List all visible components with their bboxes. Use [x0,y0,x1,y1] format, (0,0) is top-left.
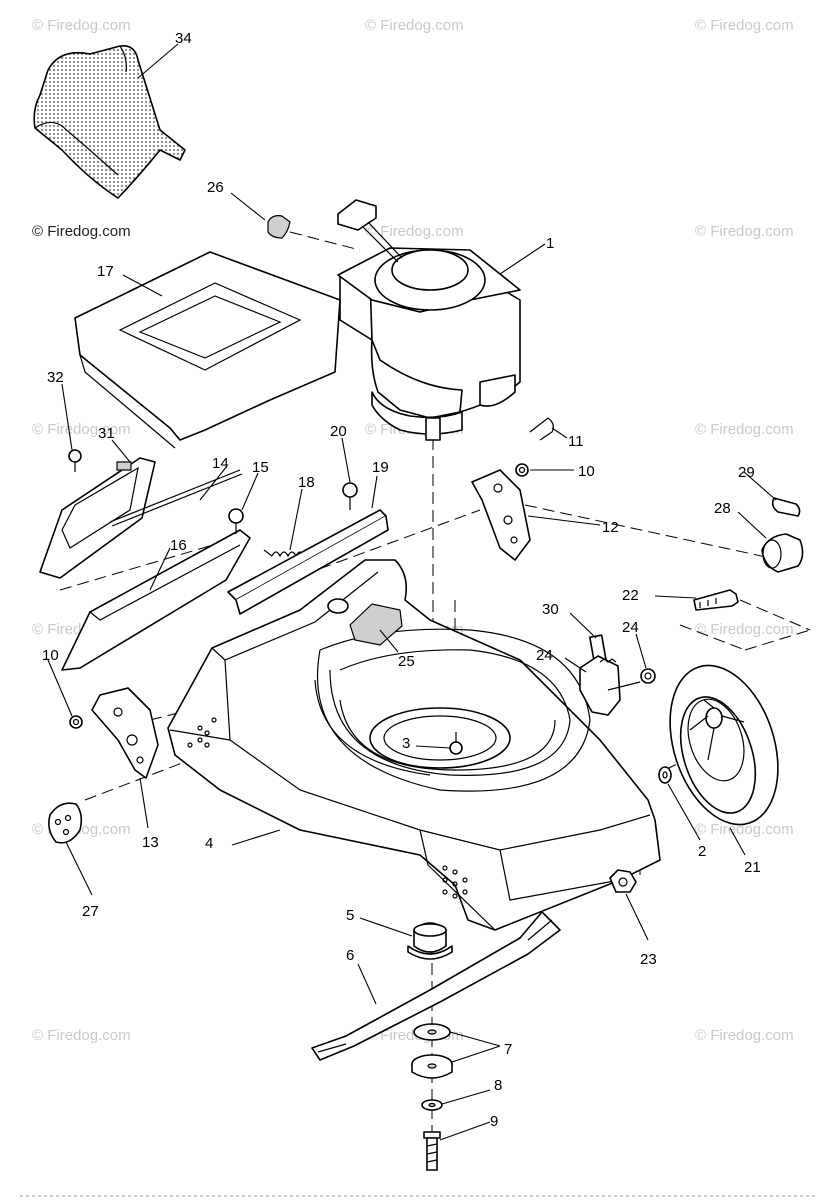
engine-mount-bolt [449,732,463,755]
callout-6: 6 [346,947,354,964]
watermark: © Firedog.com [32,223,131,240]
callout-9: 9 [490,1113,498,1130]
clip [267,215,291,239]
blade [311,911,561,1061]
hub-cap [48,802,83,844]
mower-deck [167,559,661,931]
callout-30: 30 [542,601,559,618]
height-adjuster-bracket-right [471,469,531,561]
callout-16: 16 [170,537,187,554]
grass-bag [33,44,186,199]
washer [658,766,672,784]
callout-18: 18 [298,474,315,491]
callout-24-right: 24 [622,619,639,636]
callout-22: 22 [622,587,639,604]
hinge-rod [109,469,243,527]
blade-washer [413,1023,451,1041]
blade-bolt [423,1131,441,1171]
hinge-bracket [227,509,389,615]
rear-flap [61,529,251,671]
callout-24-left: 24 [536,647,553,664]
callout-17: 17 [97,263,114,280]
flap-bolt [68,449,82,472]
watermark: © Firedog.com [32,1027,131,1044]
callout-7: 7 [504,1041,512,1058]
callout-labels: 34 26 1 17 32 31 14 15 18 20 19 11 10 12… [42,30,761,1130]
callout-10-right: 10 [578,463,595,480]
spacer [771,497,801,517]
callout-5: 5 [346,907,354,924]
watermark: © Firedog.com [365,17,464,34]
callout-32: 32 [47,369,64,386]
callout-12: 12 [602,519,619,536]
watermark: © Firedog.com [695,821,794,838]
adjuster-lever [579,634,656,716]
callout-23: 23 [640,951,657,968]
leader-lines [47,43,777,1141]
discharge-flap [39,457,156,579]
rear-wheel [669,664,779,826]
callout-3: 3 [402,735,410,752]
height-adjuster-bracket-left [91,687,159,779]
rear-cover [74,251,341,449]
watermark: © Firedog.com [695,223,794,240]
callout-1: 1 [546,235,554,252]
lock-washer [421,1099,443,1111]
wire-clip [529,417,554,441]
blade-adapter [407,922,453,960]
callout-28: 28 [714,500,731,517]
callout-21: 21 [744,859,761,876]
callout-31: 31 [98,425,115,442]
watermark: © Firedog.com [32,421,131,438]
callout-13: 13 [142,834,159,851]
wheel-bushing [761,533,804,573]
nut [69,715,83,729]
callout-2: 2 [698,843,706,860]
watermark: © Firedog.com [695,1027,794,1044]
callout-26: 26 [207,179,224,196]
watermark: © Firedog.com [695,421,794,438]
callout-4: 4 [205,835,213,852]
axle-bolt [693,589,739,611]
callout-25: 25 [398,653,415,670]
watermarks: © Firedog.com © Firedog.com © Firedog.co… [32,17,794,1044]
engine [337,199,521,441]
callout-10-left: 10 [42,647,59,664]
callout-20: 20 [330,423,347,440]
callout-15: 15 [252,459,269,476]
deck-vent-holes [187,717,468,899]
watermark: © Firedog.com [695,17,794,34]
bolt [228,508,244,534]
watermark: © Firedog.com [365,223,464,240]
callout-11: 11 [568,433,584,450]
nut [515,463,529,477]
callout-27: 27 [82,903,99,920]
callout-34: 34 [175,30,192,47]
callout-29: 29 [738,464,755,481]
bolt [342,482,358,510]
callout-19: 19 [372,459,389,476]
watermark: © Firedog.com [695,621,794,638]
callout-8: 8 [494,1077,502,1094]
blade-washer [411,1054,453,1079]
flange-nut [609,869,637,893]
callout-14: 14 [212,455,229,472]
watermark: © Firedog.com [32,17,131,34]
